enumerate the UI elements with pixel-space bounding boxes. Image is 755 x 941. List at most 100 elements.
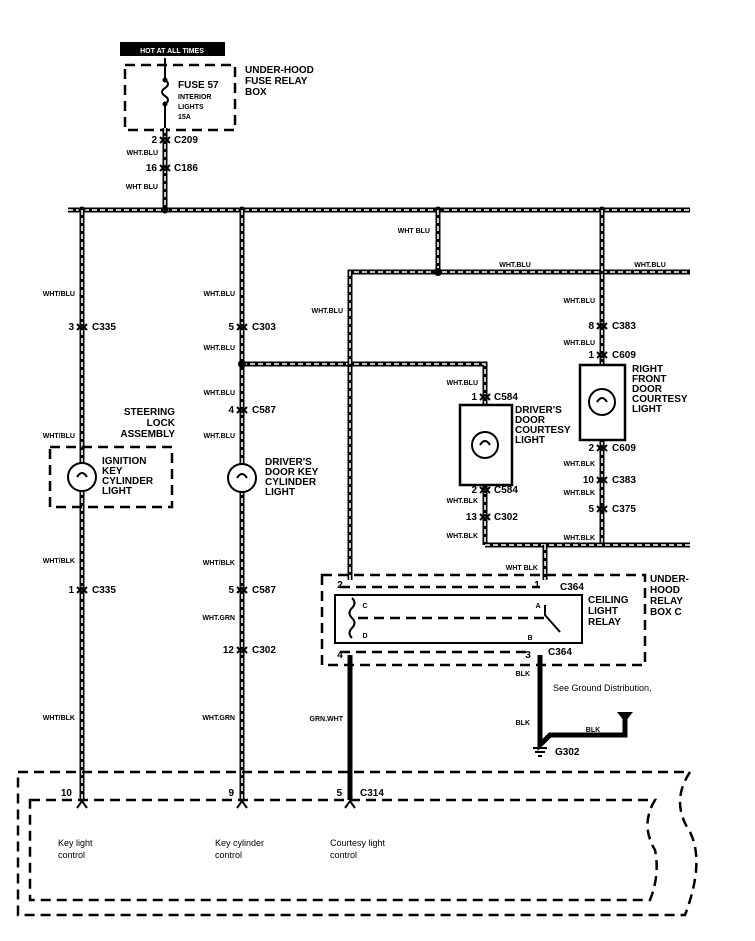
input-label: Key cylinder (215, 838, 264, 848)
connector-label: C375 (612, 504, 636, 515)
wire-color: WHT.BLK (447, 533, 479, 540)
pin-number: 1 (471, 392, 477, 403)
light-name: LIGHT (102, 486, 132, 497)
input-label: control (58, 850, 85, 860)
connector-label: C584 (494, 485, 518, 496)
wire-color: WHT.BLU (564, 298, 596, 305)
drivers-door-wire (242, 361, 488, 545)
relay-name: CEILING (588, 595, 629, 606)
light-name: IGNITION (102, 456, 146, 467)
relay-name: RELAY (588, 617, 621, 628)
connector-icon (479, 486, 491, 494)
relay-coil-icon (348, 597, 356, 639)
fuse-box-outline (123, 63, 237, 132)
connector-icon (596, 444, 608, 452)
wire-color: WHT.BLU (204, 390, 236, 397)
relay-box-name: RELAY (650, 596, 683, 607)
bulb-icon (227, 463, 257, 493)
bulb-icon (67, 462, 97, 492)
connector-icon (76, 323, 88, 331)
antenna-ground-icon (617, 712, 633, 722)
relay-terminal: D (362, 633, 367, 640)
pin-number: 1 (534, 580, 540, 591)
wire-color: WHT.BLK (564, 535, 596, 542)
connector-label: C302 (252, 645, 276, 656)
connector-icon (159, 164, 171, 172)
connector-label: C314 (360, 788, 384, 799)
connector-label: C335 (92, 322, 116, 333)
fuse-desc: 15A (178, 114, 191, 121)
wire-color: WHT.BLK (564, 461, 596, 468)
hot-at-all-times-label: HOT AT ALL TIMES (140, 48, 204, 55)
connector-label: C584 (494, 392, 518, 403)
splice-dot (238, 360, 246, 368)
light-name: FRONT (632, 374, 666, 385)
connector-label: C383 (612, 321, 636, 332)
bulb-filament-icon (236, 473, 248, 479)
bulb-icon (588, 388, 616, 416)
connector-icon (479, 393, 491, 401)
wire-color: WHT/BLK (43, 558, 75, 565)
assembly-name: STEERING (124, 407, 175, 418)
relay-pin-lines (340, 585, 540, 654)
relay-terminal: A (535, 603, 540, 610)
wire-color: WHT.BLU (127, 150, 159, 157)
light-name: LIGHT (632, 404, 662, 415)
relay-box-name: UNDER- (650, 574, 689, 585)
fuse-number: FUSE 57 (178, 80, 219, 91)
connector-icon (596, 351, 608, 359)
assembly-name: ASSEMBLY (120, 429, 175, 440)
pin-number: 4 (228, 405, 234, 416)
ground-g302-icon (533, 747, 547, 757)
connector-label: C302 (494, 512, 518, 523)
connector-label: C303 (252, 322, 276, 333)
light-name: KEY (102, 466, 123, 477)
wire-color: WHT BLU (398, 228, 430, 235)
connector-label: C609 (612, 350, 636, 361)
input-arrow-icon (76, 799, 88, 809)
pin-number: 5 (588, 504, 594, 515)
connector-icon (236, 406, 248, 414)
connector-label: C364 (560, 582, 584, 593)
relay-name: LIGHT (588, 606, 618, 617)
wire-color: WHT/BLK (43, 715, 75, 722)
connector-icon (159, 136, 171, 144)
input-arrow-icon (236, 799, 248, 809)
fuse-desc: INTERIOR (178, 94, 211, 101)
input-label: control (215, 850, 242, 860)
relay-box-outline (320, 573, 647, 667)
steering-lock-assembly-outline (48, 445, 174, 509)
wire-color: WHT.GRN (202, 715, 235, 722)
light-name: LIGHT (515, 435, 545, 446)
splice-dot (161, 206, 169, 214)
connector-label: C587 (252, 585, 276, 596)
light-name: LIGHT (265, 487, 295, 498)
wire-color: WHT.BLU (204, 291, 236, 298)
light-name: COURTESY (632, 394, 688, 405)
wire-color: BLK (516, 720, 530, 727)
light-name: DOOR (515, 415, 546, 426)
light-name: CYLINDER (265, 477, 317, 488)
wire-color: BLK (516, 671, 530, 678)
pin-number: 12 (223, 645, 235, 656)
fuse-terminal (162, 101, 168, 107)
pin-number: 5 (336, 788, 342, 799)
connector-label: C383 (612, 475, 636, 486)
connector-label: C364 (548, 647, 572, 658)
wire-color: WHT/BLU (43, 433, 75, 440)
wire-color: WHT.BLU (312, 308, 344, 315)
light-name: DOOR (632, 384, 663, 395)
fuse-symbol-icon (161, 58, 169, 128)
relay-switch-icon (544, 605, 561, 633)
bulb-filament-icon (596, 397, 608, 403)
connector-icon (236, 586, 248, 594)
connector-icon (236, 646, 248, 654)
fuse-box-name: UNDER-HOOD (245, 65, 314, 76)
bulb-icon (471, 431, 499, 459)
input-label: Courtesy light (330, 838, 386, 848)
input-label: Key light (58, 838, 93, 848)
wires (16, 42, 698, 917)
connector-label: C587 (252, 405, 276, 416)
